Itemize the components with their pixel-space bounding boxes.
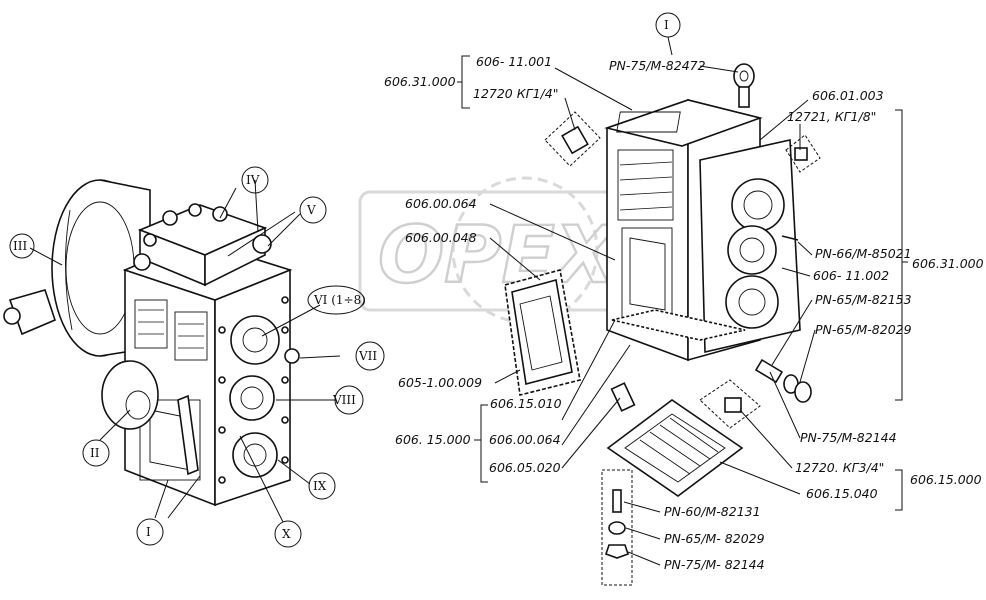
callout-viii: VIII: [332, 393, 356, 407]
callout-circle-vi: [307, 285, 365, 315]
label-pan-b: 606.00.064: [489, 432, 561, 447]
label-gasket-1: 606.00.064: [405, 196, 477, 211]
callout-circle-ix: [308, 472, 336, 500]
callout-circle-iv: [241, 166, 269, 194]
label-bolt-bottom: PN-60/M-82131: [664, 504, 761, 519]
stud-washer-nut-right: [754, 358, 812, 403]
callout-circle-ii: [82, 439, 110, 467]
label-washer-right: PN-65/M-82029: [815, 322, 912, 337]
shift-lever: [177, 394, 199, 476]
label-pin: PN-66/M-85021: [815, 246, 912, 261]
input-shaft: [8, 289, 56, 336]
callout-circle-x: [274, 520, 302, 548]
label-plate: 605-1.00.009: [398, 375, 482, 390]
oil-pan: [606, 399, 744, 497]
label-stud: PN-65/M-82153: [815, 292, 912, 307]
label-gasket-2: 606.00.048: [405, 230, 477, 245]
label-group-bottom-left: 606. 15.000: [395, 432, 471, 447]
label-group-bottom-right: 606.15.000: [910, 472, 982, 487]
label-group-right: 606.31.000: [912, 256, 984, 271]
pan-fitting: [610, 382, 636, 412]
label-nut-bottom: PN-75/M- 82144: [664, 557, 765, 572]
label-cover-right: 606- 11.002: [813, 268, 889, 283]
callout-iii: III: [13, 239, 27, 253]
label-cover-b: 12721, КГ1/8": [787, 109, 876, 124]
callout-i-bottom: I: [146, 525, 151, 539]
label-nut-right: PN-75/M-82144: [800, 430, 897, 445]
leader-lines: [29, 36, 908, 566]
callout-circle-vii: [355, 341, 385, 371]
label-washer-bottom: PN-65/M- 82029: [664, 531, 765, 546]
callout-i-top: I: [664, 18, 669, 32]
eye-bolt: [733, 63, 755, 108]
assembled-gearbox: [3, 179, 300, 507]
part-labels: PN-75/M-82472 606.31.000 606- 11.001 127…: [384, 54, 984, 572]
callout-circle-v: [299, 196, 327, 224]
label-brace-b: 12720 КГ1/4": [473, 86, 558, 101]
drain-plug: [699, 379, 761, 429]
bottom-gasket: [611, 309, 746, 341]
label-plug: 12720. КГ3/4": [795, 460, 884, 475]
callout-vii: VII: [358, 349, 377, 363]
exploded-parts: [504, 63, 821, 586]
fitting-left: [544, 111, 601, 167]
side-cover-lower: [232, 432, 278, 478]
label-pan-d: 606.15.040: [806, 486, 878, 501]
label-pan-a: 606.15.010: [490, 396, 562, 411]
callout-circle-i-top: [655, 12, 681, 38]
callout-iv: IV: [246, 173, 260, 187]
plug-right-top: [785, 134, 821, 173]
callout-v: V: [306, 203, 316, 217]
callout-ii: II: [90, 446, 100, 460]
watermark-text: OPEX: [378, 211, 619, 301]
callout-vi: VI (1÷8): [313, 293, 366, 307]
label-cover-a: 606.01.003: [812, 88, 884, 103]
callout-circle-iii: [9, 233, 35, 259]
callout-circle-i-bottom: [136, 518, 164, 546]
label-brace-a: 606- 11.001: [476, 54, 552, 69]
gasket-plate: [504, 268, 581, 396]
callout-ix: IX: [313, 479, 327, 493]
bolt-dots-left: [218, 296, 289, 484]
main-housing-top: [604, 99, 763, 147]
locating-pin: [781, 235, 799, 241]
label-pan-c: 606.05.020: [489, 460, 561, 475]
label-top-bolt: PN-75/M-82472: [609, 58, 706, 73]
bottom-bolt-stack: [601, 469, 633, 586]
side-cover-upper: [230, 315, 280, 365]
side-cover-middle: [229, 375, 275, 421]
roman-callouts: I III IV V VI (1÷8) VII VIII IX X II I: [9, 12, 681, 548]
callout-circle-viii: [334, 385, 364, 415]
callout-x: X: [282, 527, 291, 541]
label-group-top-left: 606.31.000: [384, 74, 456, 89]
